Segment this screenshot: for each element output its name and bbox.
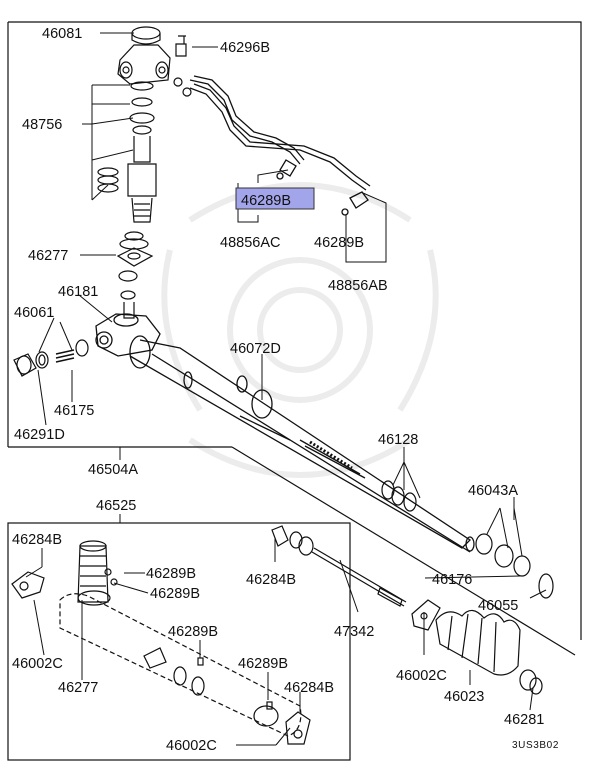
label-46081: 46081 [42,26,82,42]
label-46284B-mid: 46284B [246,572,296,588]
label-46504A: 46504A [88,462,138,478]
pinion-bearing-parts [116,231,154,319]
label-46072D: 46072D [230,341,281,357]
pinion-shaft-part [97,81,157,223]
label-46175: 46175 [54,403,94,419]
lower-box-parts [11,540,311,745]
label-46181: 46181 [58,284,98,300]
label-46289B-d: 46289B [238,656,288,672]
label-46002C-left: 46002C [12,656,63,672]
label-48856AC: 48856AC [220,235,280,251]
hydraulic-pipes [189,75,371,216]
label-46281: 46281 [504,712,544,728]
leader-lines [25,32,547,746]
label-46002C-bottom: 46002C [166,738,217,754]
label-46289B-c: 46289B [168,624,218,640]
valve-housing-part [117,26,192,97]
label-47342: 47342 [334,624,374,640]
label-46289B-b: 46289B [150,586,200,602]
label-46277-bottom: 46277 [58,680,98,696]
label-46055: 46055 [478,598,518,614]
label-46061: 46061 [14,305,54,321]
boot-46023-part [411,599,543,695]
part-labels: 46081 46296B 48756 48856AC 46289B 48856A… [12,26,544,754]
label-46289B-right: 46289B [314,235,364,251]
label-48856AB: 48856AB [328,278,388,294]
outer-frame [7,21,582,656]
label-46296B: 46296B [220,40,270,56]
label-46291D: 46291D [14,427,65,443]
rack-seals-46128 [381,480,417,512]
label-46023: 46023 [444,689,484,705]
tie-rod-part [271,525,407,607]
label-46289B-a: 46289B [146,566,196,582]
label-46128: 46128 [378,432,418,448]
label-46284B-top-left: 46284B [12,532,62,548]
label-46525: 46525 [96,498,136,514]
label-46176: 46176 [432,572,472,588]
label-46002C-mid: 46002C [396,668,447,684]
left-seal-parts [13,339,89,377]
gear-housing-part [95,313,475,553]
label-46289B-highlighted: 46289B [241,193,291,209]
label-46277-top: 46277 [28,248,68,264]
label-46284B-right: 46284B [284,680,334,696]
highlighted-part-callout[interactable]: 46289B [235,187,315,210]
lower-box-frame [7,522,351,761]
rack-end-parts [475,533,554,599]
drawing-code: 3US3B02 [512,740,559,751]
label-46043A: 46043A [468,483,518,499]
label-48756: 48756 [22,117,62,133]
